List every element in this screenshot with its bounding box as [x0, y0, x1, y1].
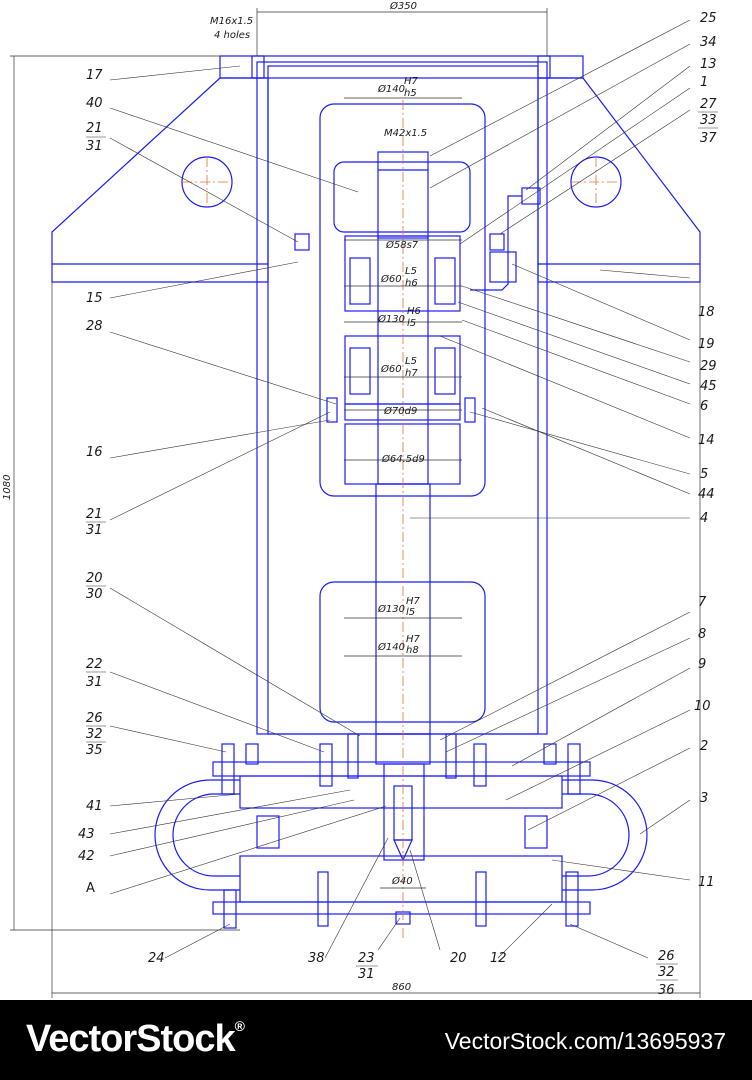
- dim-d140b: Ø140: [377, 641, 405, 653]
- callout-32: 32: [86, 727, 103, 742]
- registered-mark: ®: [234, 1018, 245, 1034]
- dim-w860: 860: [392, 982, 411, 993]
- callout-29: 29: [700, 359, 717, 374]
- callout-13: 13: [700, 57, 717, 72]
- technical-drawing: Ø350 M16x1.5 4 holes Ø140 H7 h5 M42x1.5 …: [2, 0, 718, 998]
- dim-d140b-up: H7: [406, 634, 421, 645]
- callout-45: 45: [700, 379, 717, 394]
- callout-19: 19: [698, 337, 715, 352]
- callout-21b: 21: [86, 507, 103, 522]
- callout-18: 18: [698, 305, 715, 320]
- callout-26b: 26: [658, 949, 675, 964]
- callout-27: 27: [700, 97, 717, 112]
- dim-d140-top-up: H7: [404, 76, 419, 87]
- callout-4: 4: [700, 511, 708, 526]
- callout-26: 26: [86, 711, 103, 726]
- callout-6: 6: [700, 399, 708, 414]
- dim-thread: M16x1.5: [210, 16, 253, 27]
- callout-10: 10: [694, 699, 711, 714]
- callout-8: 8: [698, 627, 706, 642]
- callout-34: 34: [700, 35, 717, 50]
- dim-d140-top: Ø140: [377, 83, 405, 95]
- left-bracket: [51, 77, 269, 283]
- brand-name: VectorStock: [26, 1018, 236, 1060]
- dim-d350: Ø350: [389, 0, 417, 12]
- callout-44: 44: [698, 487, 715, 502]
- dim-d130a-up: H6: [407, 306, 421, 317]
- callout-41: 41: [86, 799, 103, 814]
- callout-42: 42: [78, 849, 95, 864]
- callout-33: 33: [700, 113, 717, 128]
- dim-d60b: Ø60: [380, 363, 402, 375]
- callout-35: 35: [86, 743, 103, 758]
- callout-23: 23: [358, 951, 375, 966]
- callout-12: 12: [490, 951, 507, 966]
- callout-20: 20: [86, 571, 103, 586]
- callout-30: 30: [86, 587, 103, 602]
- right-bracket: [537, 77, 701, 283]
- dim-d70: Ø70d9: [383, 405, 417, 417]
- callout-25: 25: [700, 11, 717, 26]
- lower-bolts: [221, 733, 581, 929]
- column-frame: [256, 61, 548, 735]
- dim-d130b-dn: l5: [406, 607, 415, 618]
- callout-37: 37: [700, 131, 717, 146]
- callout-31b: 31: [86, 523, 103, 538]
- callout-14: 14: [698, 433, 715, 448]
- right-callouts: 25 34 13 1 27 33 37 18 19 29 45 6 14 5 4…: [658, 11, 717, 998]
- dim-d140-top-dn: h5: [404, 88, 417, 99]
- upper-housing: [319, 103, 486, 497]
- left-callouts: 17 40 21 31 15 28 16 21 31 20 30 22 31 2…: [78, 68, 165, 966]
- dim-d140b-dn: h8: [406, 645, 419, 656]
- dim-d130a: Ø130: [377, 313, 405, 325]
- leader-lines: [109, 19, 691, 959]
- right-loop: [562, 779, 648, 891]
- dim-d130b-up: H7: [406, 596, 421, 607]
- dim-d60a-up: L5: [405, 266, 417, 277]
- dim-d60a: Ø60: [380, 273, 402, 285]
- dim-d40: Ø40: [391, 875, 413, 887]
- callout-5: 5: [700, 467, 708, 482]
- callout-2: 2: [700, 739, 708, 754]
- dim-d645: Ø64.5d9: [381, 453, 425, 465]
- callout-A: A: [86, 881, 95, 896]
- vectorstock-logo: VectorStock®: [26, 1018, 245, 1061]
- callout-20b: 20: [450, 951, 467, 966]
- callout-15: 15: [86, 291, 103, 306]
- callout-11: 11: [698, 875, 715, 890]
- callout-24: 24: [148, 951, 165, 966]
- callout-22: 22: [86, 657, 103, 672]
- callout-21: 21: [86, 121, 103, 136]
- callout-28: 28: [86, 319, 103, 334]
- left-loop: [154, 779, 240, 891]
- callout-31d: 31: [358, 967, 375, 982]
- callout-16: 16: [86, 445, 103, 460]
- bottom-callouts: 38 23 31 20 12: [308, 951, 507, 982]
- image-url: VectorStock.com/13695937: [444, 1028, 726, 1054]
- callout-31: 31: [86, 139, 103, 154]
- callout-40: 40: [86, 96, 103, 111]
- callout-31c: 31: [86, 675, 103, 690]
- callout-9: 9: [698, 657, 706, 672]
- callout-36: 36: [658, 983, 675, 998]
- top-flange: [219, 55, 584, 79]
- dim-d130a-dn: l5: [407, 318, 416, 329]
- dim-d60a-dn: h6: [405, 278, 418, 289]
- callout-38: 38: [308, 951, 325, 966]
- dim-d60b-dn: h7: [405, 368, 418, 379]
- callout-7: 7: [698, 595, 707, 610]
- callout-1: 1: [700, 75, 708, 90]
- dim-h1080: 1080: [2, 475, 13, 500]
- dim-m42: M42x1.5: [384, 128, 427, 139]
- dim-d58: Ø58s7: [385, 239, 419, 251]
- callout-32b: 32: [658, 965, 675, 980]
- footer-bar: VectorStock® VectorStock.com/13695937: [0, 1000, 752, 1080]
- dim-d60b-up: L5: [405, 356, 417, 367]
- callout-3: 3: [700, 791, 708, 806]
- dim-d130b: Ø130: [377, 603, 405, 615]
- callout-43: 43: [78, 827, 95, 842]
- dim-holes: 4 holes: [214, 30, 250, 41]
- callout-17: 17: [86, 68, 103, 83]
